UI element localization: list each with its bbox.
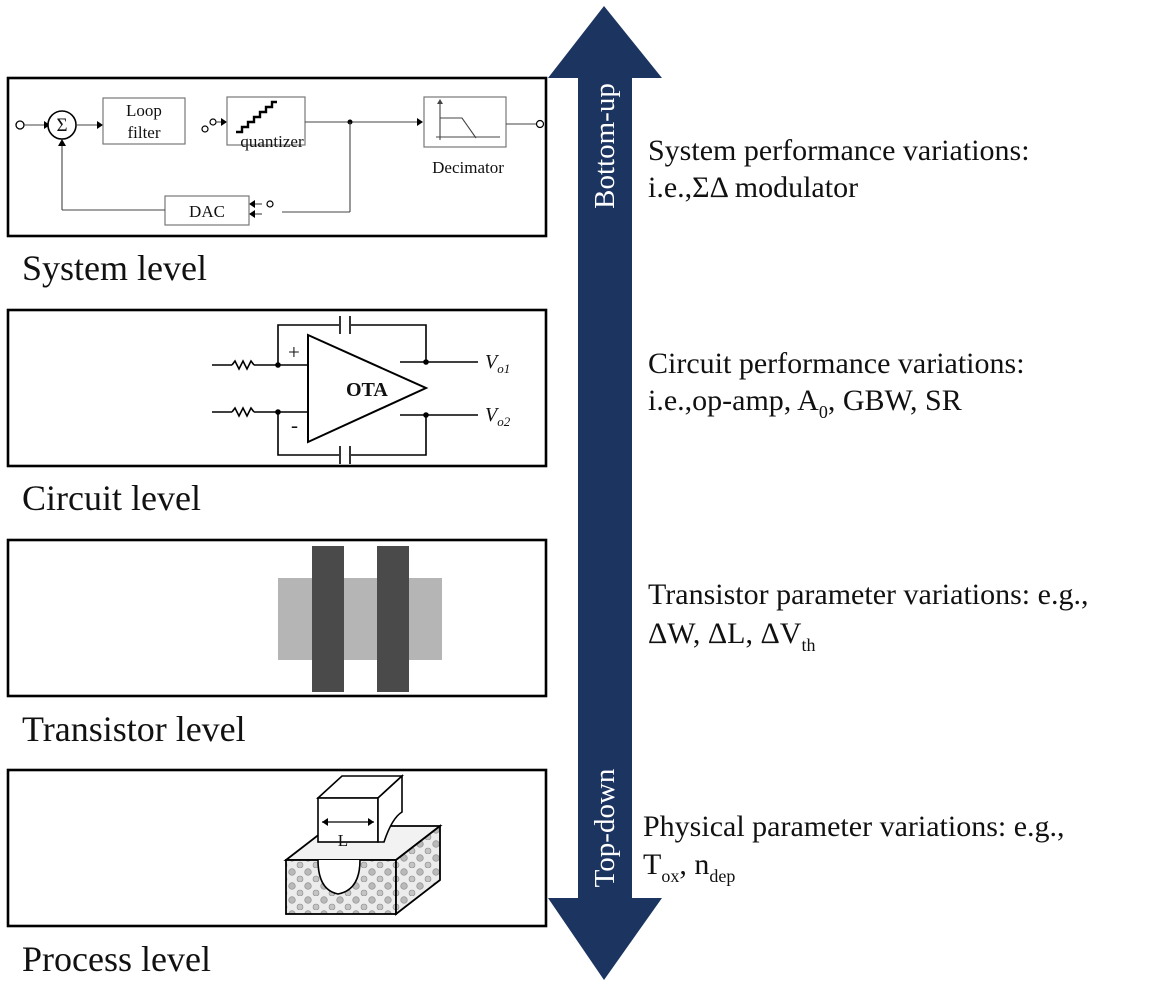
system-level-caption: System level xyxy=(22,248,207,288)
ota-label: OTA xyxy=(346,379,388,401)
gate-finger-right xyxy=(377,546,409,692)
ota-amplifier xyxy=(307,333,429,444)
transistor-description: Transistor parameter variations: e.g., Δ… xyxy=(648,578,1088,655)
gate-finger-left xyxy=(312,546,344,692)
circuit-desc-line-2: i.e.,op-amp, A0, GBW, SR xyxy=(648,384,962,422)
bidirectional-arrow: Bottom-up Top-down xyxy=(548,6,662,980)
system-desc-line-2: i.e.,ΣΔ modulator xyxy=(648,171,858,204)
circuit-level-panel: OTA + - Vo1 Vo2 xyxy=(6,308,548,468)
summing-symbol: Σ xyxy=(56,115,67,136)
substrate-side xyxy=(395,824,441,916)
loop-filter-block xyxy=(102,97,186,145)
arrow-shape xyxy=(548,6,662,980)
quantizer-label: quantizer xyxy=(240,132,304,151)
quantizer-block xyxy=(226,96,306,146)
transistor-desc-line-2: ΔW, ΔL, ΔVth xyxy=(648,617,815,655)
vout2-label: Vo2 xyxy=(485,404,511,429)
circuit-level-caption: Circuit level xyxy=(22,478,201,518)
vout1-label: Vo1 xyxy=(485,351,510,376)
process-description: Physical parameter variations: e.g., Tox… xyxy=(643,810,1065,886)
active-area xyxy=(278,578,442,660)
process-level-panel: L xyxy=(6,768,548,928)
system-level-panel: Σ Loop filter quantizer Decimator xyxy=(6,76,548,238)
gate-side xyxy=(377,774,403,843)
bottom-up-label: Bottom-up xyxy=(589,83,621,209)
decimator-label: Decimator xyxy=(432,158,504,177)
loop-filter-label-2: filter xyxy=(127,123,160,142)
transistor-level-panel xyxy=(6,538,548,698)
transistor-desc-line-1: Transistor parameter variations: e.g., xyxy=(648,578,1088,611)
quantizer-staircase-icon xyxy=(236,100,277,134)
circuit-desc-line-1: Circuit performance variations: xyxy=(648,347,1025,380)
top-down-label: Top-down xyxy=(589,768,621,887)
process-level-caption: Process level xyxy=(22,939,211,979)
system-description: System performance variations: i.e.,ΣΔ m… xyxy=(648,134,1030,204)
transistor-level-caption: Transistor level xyxy=(22,709,246,749)
gate-length-label: L xyxy=(338,831,348,850)
dac-label: DAC xyxy=(189,202,225,221)
input-resistor-top xyxy=(212,359,308,371)
process-desc-line-1: Physical parameter variations: e.g., xyxy=(643,810,1065,843)
loop-filter-label-1: Loop xyxy=(126,101,162,120)
circuit-description: Circuit performance variations: i.e.,op-… xyxy=(648,347,1025,422)
minus-input-symbol: - xyxy=(291,413,298,437)
plus-input-symbol: + xyxy=(288,340,300,364)
input-resistor-bottom xyxy=(212,406,308,418)
system-desc-line-1: System performance variations: xyxy=(648,134,1030,167)
process-desc-line-2: Tox, ndep xyxy=(643,848,735,886)
